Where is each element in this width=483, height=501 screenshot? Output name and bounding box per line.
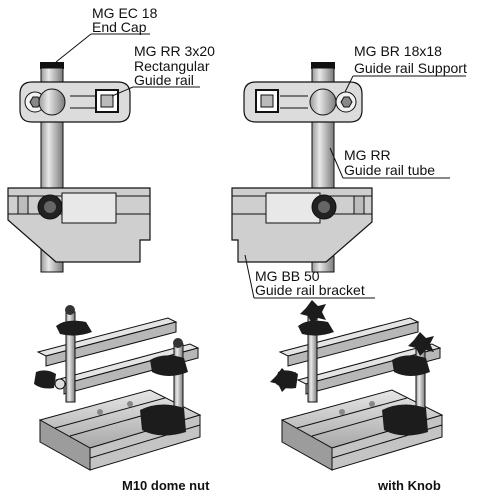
rect-rail-code: MG RR 3x20 [134, 43, 215, 59]
left-assembly [7, 62, 151, 273]
caption-dome-nut: M10 dome nut [122, 478, 210, 493]
end-cap-name: End Cap [92, 19, 147, 35]
rail-tube-code: MG RR [344, 147, 391, 163]
rail-support-right [243, 81, 363, 123]
rail-support-left [19, 81, 131, 123]
right-assembly [231, 62, 373, 273]
rail-bracket-name: Guide rail bracket [255, 282, 365, 298]
rail-bracket-left [7, 187, 151, 263]
end-cap-shape-right [311, 62, 335, 69]
rail-bracket-code: MG BB 50 [255, 268, 320, 284]
iso-dome-nut [34, 305, 202, 471]
leader-lines [55, 33, 466, 299]
iso-knob [270, 300, 444, 471]
rail-support-code: MG BR 18x18 [354, 43, 442, 59]
label-rail-support: MG BR 18x18 Guide rail Support [354, 43, 467, 76]
caption-knob: with Knob [377, 478, 441, 493]
end-cap-shape [40, 62, 64, 69]
label-rail-tube: MG RR Guide rail tube [344, 147, 435, 178]
rail-tube-name: Guide rail tube [344, 162, 435, 178]
label-rail-bracket: MG BB 50 Guide rail bracket [255, 268, 365, 298]
rect-rail-name: Guide rail [134, 72, 194, 88]
rail-bracket-right [231, 187, 373, 263]
label-end-cap: MG EC 18 End Cap [92, 5, 158, 35]
end-cap-code: MG EC 18 [92, 5, 158, 21]
rect-rail-type: Rectangular [134, 58, 210, 74]
rail-support-name: Guide rail Support [354, 60, 467, 76]
label-rect-rail: MG RR 3x20 Rectangular Guide rail [134, 43, 215, 88]
